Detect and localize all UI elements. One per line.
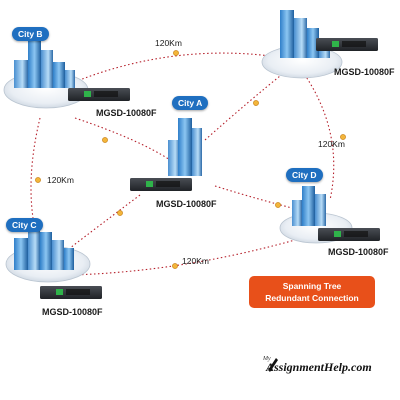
link-node-icon	[173, 50, 179, 56]
network-switch-icon	[130, 178, 192, 191]
network-switch-icon	[40, 286, 102, 299]
city-b-tag: City B	[12, 27, 49, 41]
city-b-buildings	[3, 40, 89, 109]
link-node-icon	[117, 210, 123, 216]
distance-left: 120Km	[47, 175, 74, 185]
legend-line-1: Spanning Tree	[282, 281, 342, 291]
city-c-tag: City C	[6, 218, 43, 232]
link-node-icon	[275, 202, 281, 208]
city-a-tag: City A	[172, 96, 209, 110]
link-b-to-a	[74, 117, 171, 161]
link-b-to-e	[59, 52, 286, 89]
distance-top: 120Km	[155, 38, 182, 48]
legend-box: Spanning Tree Redundant Connection	[249, 276, 375, 308]
city-a-buildings	[168, 118, 202, 176]
link-node-icon	[172, 263, 178, 269]
link-a-to-d	[214, 185, 301, 211]
brand-logo: AssignmentHelp.com	[266, 360, 372, 374]
link-node-icon	[253, 100, 259, 106]
city-a-switch-label: MGSD-10080F	[156, 199, 217, 209]
link-e-to-d	[299, 67, 335, 201]
link-b-to-c	[30, 117, 41, 231]
pen-icon	[268, 358, 278, 372]
link-a-to-e	[204, 71, 286, 141]
distance-bottom: 120Km	[182, 256, 209, 266]
link-node-icon	[35, 177, 41, 183]
distance-right: 120Km	[318, 139, 345, 149]
network-switch-icon	[318, 228, 380, 241]
link-node-icon	[102, 137, 108, 143]
network-switch-icon	[68, 88, 130, 101]
brand-prefix: My	[263, 356, 271, 362]
link-nodes	[35, 50, 346, 269]
city-c-buildings	[5, 228, 91, 283]
city-b-switch-label: MGSD-10080F	[96, 108, 157, 118]
legend-line-2: Redundant Connection	[265, 293, 359, 303]
network-switch-icon	[316, 38, 378, 51]
link-a-to-c	[69, 194, 141, 249]
city-d-tag: City D	[286, 168, 323, 182]
city-d-switch-label: MGSD-10080F	[328, 247, 389, 257]
city-e-switch-label: MGSD-10080F	[334, 67, 395, 77]
link-node-icon	[340, 134, 346, 140]
city-c-switch-label: MGSD-10080F	[42, 307, 103, 317]
redundant-links	[30, 52, 335, 276]
